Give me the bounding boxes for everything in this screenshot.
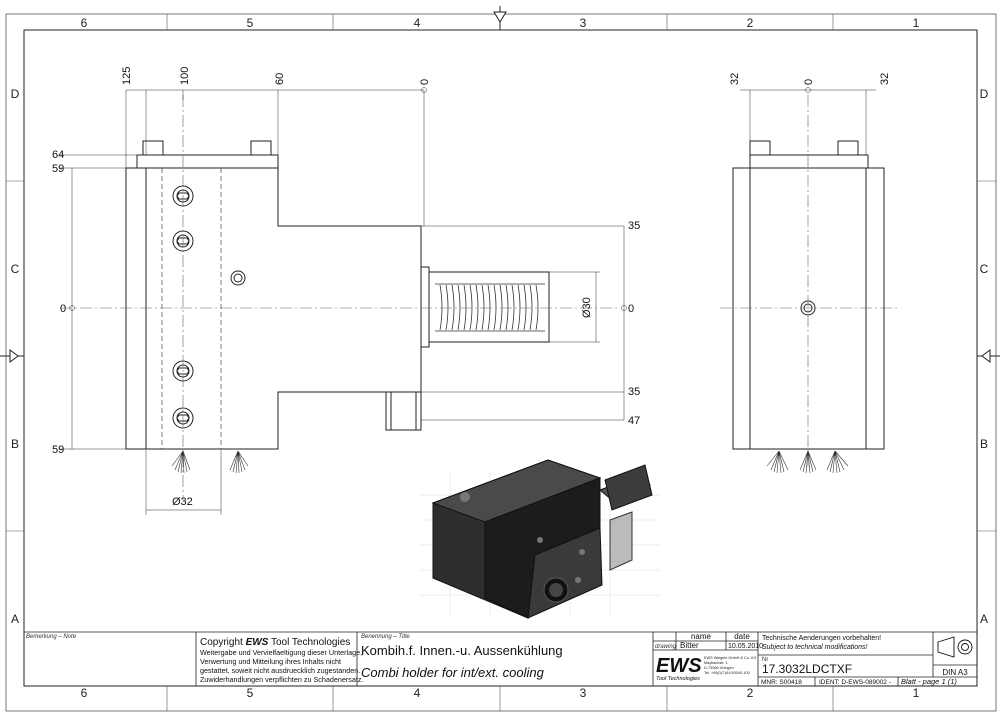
title-block-frame <box>24 631 977 686</box>
copyright-brand: EWS <box>246 637 269 648</box>
drawn-date: 10.05.2010 <box>728 643 763 650</box>
company-line-4: Tel. +49(0)7161/93040-100 <box>704 671 750 675</box>
zone-col-4-top: 4 <box>414 16 421 30</box>
zone-col-2-top: 2 <box>747 16 754 30</box>
projection-symbol-icon <box>937 636 973 658</box>
dim-diameter-bore: Ø30 <box>581 297 593 318</box>
dim-front-left-59-top: 59 <box>52 163 64 175</box>
zone-col-1-bottom: 1 <box>913 686 920 700</box>
company-line-1: EWS Weigele GmbH & Co. KG <box>704 656 757 660</box>
title-label: Benennung – Title <box>361 634 410 640</box>
zone-row-a-left: A <box>11 612 19 626</box>
nr-label: Nr <box>762 657 768 663</box>
company-line-3: D-73066 Uhingen <box>704 666 734 670</box>
dim-front-left-64: 64 <box>52 149 64 161</box>
title-english: Combi holder for int/ext. cooling <box>361 665 545 680</box>
front-socket-screws <box>172 185 246 429</box>
dim-diameter-bottom: Ø32 <box>172 496 193 508</box>
dim-side-top-32-right: 32 <box>879 73 891 85</box>
ident-number: IDENT: D-EWS-089002 - <box>819 679 891 686</box>
zone-row-b-left: B <box>11 437 19 451</box>
front-coolant-sprays <box>171 450 249 474</box>
sheet-number: Blatt - page 1 (1) <box>901 677 957 686</box>
remark-label: Bemerkung – Note <box>26 634 77 640</box>
ews-logo-text: EWS <box>656 655 702 677</box>
front-top-plate <box>136 154 279 169</box>
zone-col-1-top: 1 <box>913 16 920 30</box>
centering-marks <box>0 6 1000 363</box>
col-name-header: name <box>691 632 712 641</box>
zone-row-a-right: A <box>980 612 988 626</box>
zone-col-4-bottom: 4 <box>414 686 421 700</box>
drawing-row-label: drawing <box>655 644 677 650</box>
dim-side-top-32-left: 32 <box>729 73 741 85</box>
side-dimension-lines <box>740 87 876 155</box>
ews-logo-sub: Tool Technologies <box>656 676 700 682</box>
front-cap-screw-right <box>250 140 272 156</box>
zone-col-5-top: 5 <box>247 16 254 30</box>
front-body-outline <box>125 167 422 450</box>
dim-front-right-35-bottom: 35 <box>628 386 640 398</box>
side-top-plate <box>749 154 869 169</box>
zone-col-6-top: 6 <box>81 16 88 30</box>
copyright-text-2: Verwertung und Mitteilung ihres Inhalts … <box>200 657 341 666</box>
copyright-suffix: Tool Technologies <box>268 637 350 648</box>
side-cap-screw-left <box>749 140 771 156</box>
dim-front-left-0: 0 <box>60 303 66 315</box>
front-cap-screw-left <box>142 140 164 156</box>
shank-serrations <box>435 283 545 332</box>
side-coolant-sprays <box>766 450 849 474</box>
company-line-2: Maybachstr. 1 <box>704 661 728 665</box>
part-number: 17.3032LDCTXF <box>762 662 852 676</box>
front-view <box>60 95 620 500</box>
zone-col-2-bottom: 2 <box>747 686 754 700</box>
copyright-text-1: Weitergabe und Vervielfaeltigung dieser … <box>200 648 362 657</box>
col-date-header: date <box>734 632 750 641</box>
mnr-number: MNR: S00418 <box>761 679 802 686</box>
dim-front-right-47: 47 <box>628 415 640 427</box>
copyright-prefix: Copyright <box>200 637 246 648</box>
zone-col-5-bottom: 5 <box>247 686 254 700</box>
front-lower-stub <box>385 391 422 431</box>
isometric-view <box>420 459 660 619</box>
zone-col-3-top: 3 <box>580 16 587 30</box>
dim-front-top-60: 60 <box>274 73 286 85</box>
dim-side-top-0: 0 <box>803 79 815 85</box>
copyright-text-4: Zuwiderhandlungen verpflichten zu Schade… <box>200 675 363 684</box>
zone-col-6-bottom: 6 <box>81 686 88 700</box>
dim-front-top-125: 125 <box>121 67 133 85</box>
paper-format: DIN A3 <box>942 668 968 677</box>
ews-logo: EWS Tool Technologies <box>656 655 702 682</box>
dim-front-right-0: 0 <box>628 303 634 315</box>
note-english: Subject to technical modifications! <box>762 644 867 651</box>
drawn-by: Bitter <box>680 641 699 650</box>
dim-front-top-100: 100 <box>179 67 191 85</box>
front-dimension-lines <box>60 87 627 515</box>
zone-col-3-bottom: 3 <box>580 686 587 700</box>
copyright-line: Copyright EWS Tool Technologies <box>200 637 350 648</box>
side-view <box>720 95 900 474</box>
dim-front-right-35-top: 35 <box>628 220 640 232</box>
note-german: Technische Aenderungen vorbehalten! <box>762 635 881 642</box>
shank-flange <box>420 266 430 348</box>
title-german: Kombih.f. Innen.-u. Aussenkühlung <box>361 643 563 658</box>
dim-front-top-0: 0 <box>419 79 431 85</box>
dim-front-left-59-bottom: 59 <box>52 444 64 456</box>
zone-row-b-right: B <box>980 437 988 451</box>
zone-row-c-right: C <box>980 262 989 276</box>
side-cap-screw-right <box>837 140 859 156</box>
side-body-outline <box>732 167 885 450</box>
zone-row-d-left: D <box>11 87 20 101</box>
copyright-text-3: gestattet, soweit nicht ausdruecklich zu… <box>200 666 360 675</box>
zone-row-d-right: D <box>980 87 989 101</box>
zone-row-c-left: C <box>11 262 20 276</box>
shank-body <box>428 271 550 343</box>
